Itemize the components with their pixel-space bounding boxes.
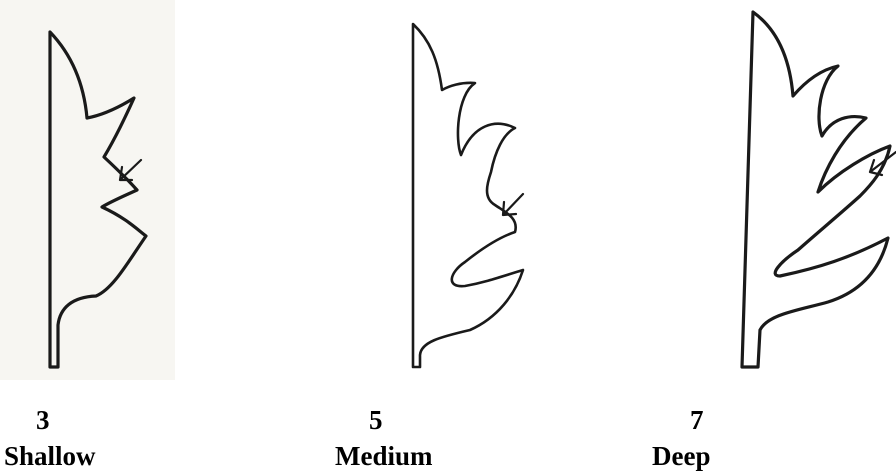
score-shallow: 3 — [36, 407, 50, 434]
leaf-drawing-deep — [720, 0, 896, 380]
leaf-outline-deep — [742, 12, 890, 367]
leaf-outline-shallow — [50, 32, 146, 367]
score-medium: 5 — [369, 407, 383, 434]
leaf-drawing-shallow — [0, 0, 175, 380]
label-deep: Deep — [652, 443, 710, 470]
leaf-outline-medium-svg — [395, 0, 565, 380]
leaf-outline-deep-svg — [720, 0, 896, 380]
label-shallow: Shallow — [4, 443, 96, 470]
label-medium: Medium — [335, 443, 433, 470]
leaf-outline-medium — [413, 24, 523, 367]
sinus-arrow-shallow — [120, 160, 141, 180]
score-deep: 7 — [690, 407, 704, 434]
sinus-arrow-medium — [503, 194, 523, 215]
leaf-outline-shallow-svg — [0, 0, 175, 380]
leaf-drawing-medium — [395, 0, 565, 380]
